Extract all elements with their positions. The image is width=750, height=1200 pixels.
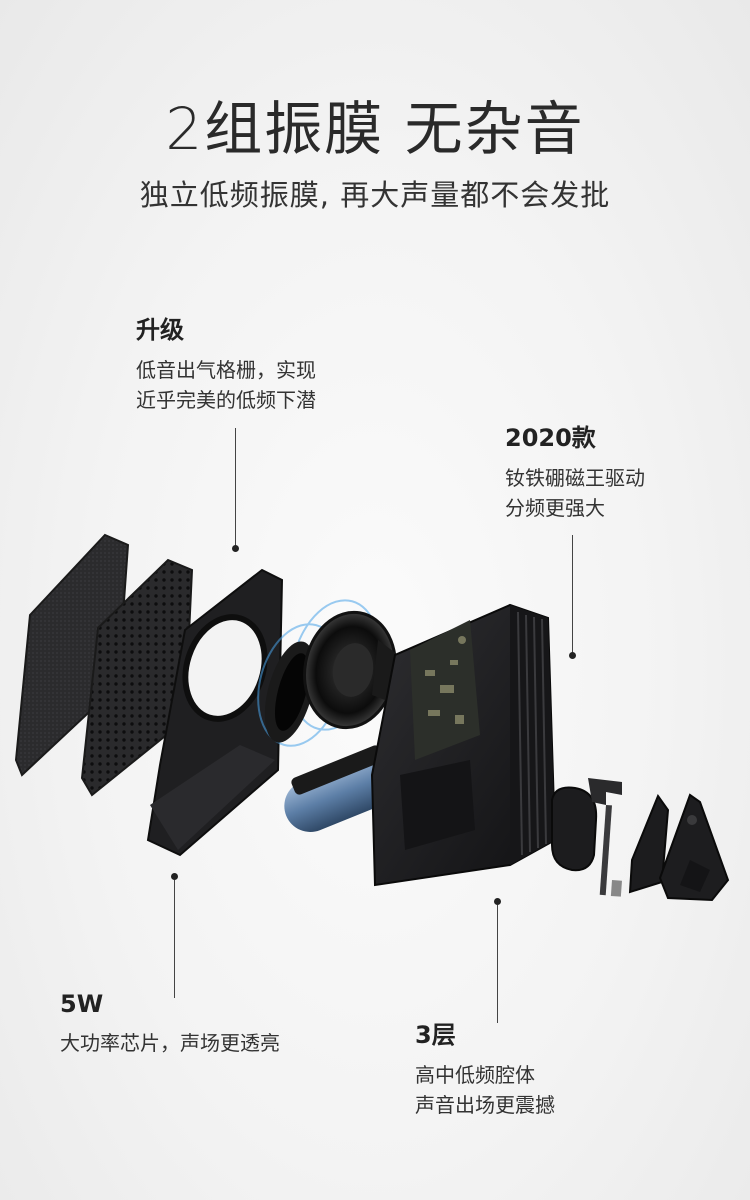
leader-dot-cavity <box>494 898 501 905</box>
callout-driver-line-1: 钕铁硼磁王驱动 <box>505 466 645 490</box>
callout-driver: 2020款 钕铁硼磁王驱动 分频更强大 <box>505 418 645 523</box>
callout-upgrade-title: 升级 <box>136 316 184 344</box>
speaker-exploded-view <box>14 533 730 902</box>
callout-cavity-line-2: 声音出场更震撼 <box>415 1093 555 1117</box>
stand-panel <box>628 793 670 894</box>
leader-line-cavity <box>497 905 498 1023</box>
callout-power-line-1: 大功率芯片，声场更透亮 <box>60 1031 280 1055</box>
end-cap <box>551 786 598 872</box>
subheadline: 独立低频振膜, 再大声量都不会发批 <box>139 178 611 212</box>
callout-power: 5W 大功率芯片，声场更透亮 <box>60 990 280 1058</box>
fabric-cover <box>14 533 130 777</box>
headline: 2组振膜 无杂音 <box>165 95 585 163</box>
inner-frame <box>146 568 284 857</box>
leader-dot-power <box>171 873 178 880</box>
stand-base <box>658 793 730 902</box>
callout-power-title: 5W <box>60 990 104 1018</box>
main-enclosure <box>370 603 557 887</box>
callout-cavity-title: 3层 <box>415 1021 456 1049</box>
leader-dot-upgrade <box>232 545 239 552</box>
leader-line-upgrade <box>235 428 236 546</box>
usb-connector <box>588 778 622 897</box>
callout-upgrade: 升级 低音出气格栅，实现 近乎完美的低频下潜 <box>136 310 316 415</box>
passive-radiator <box>264 641 316 743</box>
callout-cavity: 3层 高中低频腔体 声音出场更震撼 <box>415 1015 555 1120</box>
leader-line-driver <box>572 535 573 653</box>
callout-upgrade-line-1: 低音出气格栅，实现 <box>136 358 316 382</box>
callout-upgrade-line-2: 近乎完美的低频下潜 <box>136 388 316 412</box>
leader-dot-driver <box>569 652 576 659</box>
leader-line-power <box>174 880 175 998</box>
callout-driver-title: 2020款 <box>505 424 596 452</box>
callout-driver-line-2: 分频更强大 <box>505 496 605 520</box>
callout-cavity-line-1: 高中低频腔体 <box>415 1063 535 1087</box>
